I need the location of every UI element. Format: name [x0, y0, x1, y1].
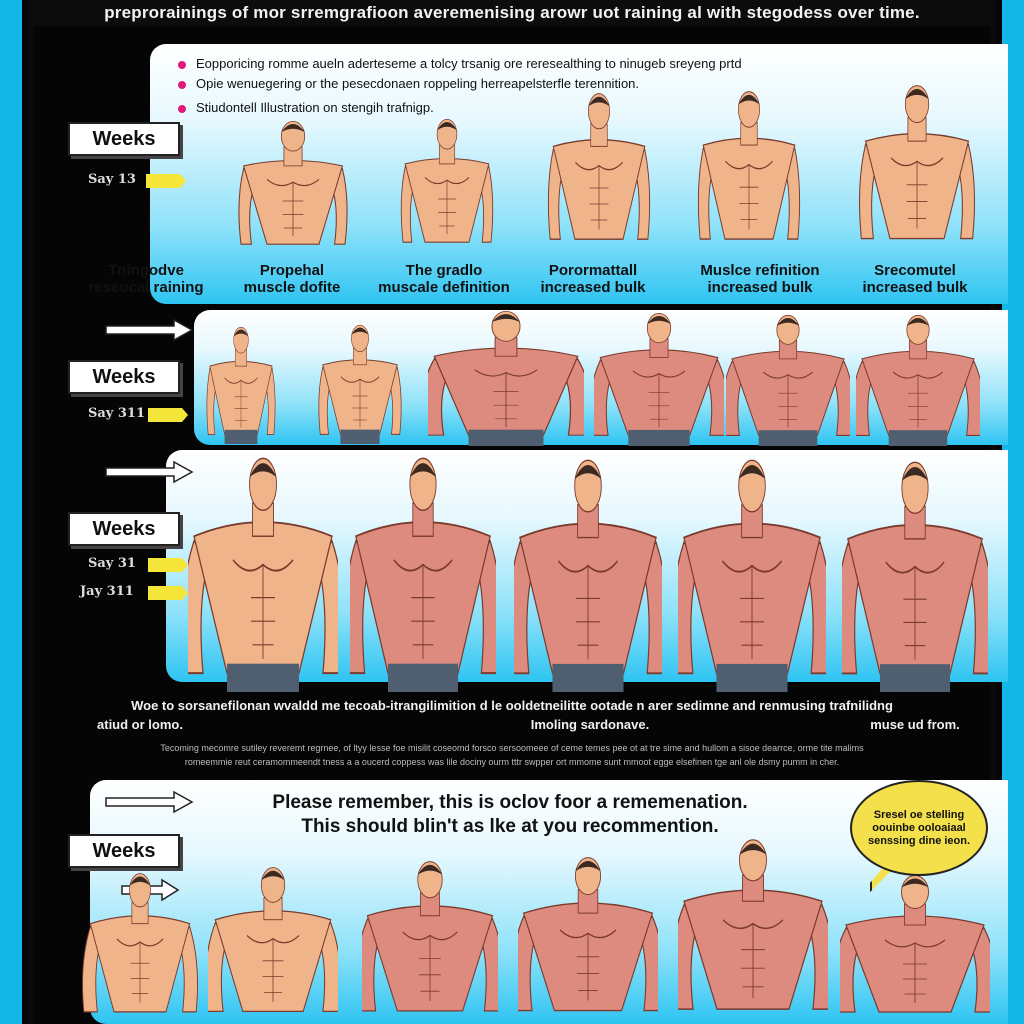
band-text: Woe to sorsanefilonan wvaldd me tecoab-i…: [131, 698, 893, 713]
body-figure: [428, 310, 584, 446]
body-figure: [238, 120, 348, 245]
headline: preprorainings of mor srremgrafioon aver…: [30, 0, 994, 26]
body-figure: [547, 93, 651, 240]
body-figure: [840, 875, 990, 1013]
band-text: atiud or lomo.: [97, 717, 183, 732]
weeks-label: Weeks: [68, 122, 180, 156]
body-figure: [82, 873, 198, 1013]
body-figure: [400, 118, 494, 243]
fine-print: Tecoming mecomre sutiley reveremt regrne…: [160, 743, 864, 753]
body-figure: [859, 85, 975, 240]
body-figure: [842, 461, 988, 692]
reminder-line: Please remember, this is oclov foor a re…: [272, 792, 748, 813]
bullet-item: Eopporicing romme aueln aderteseme a tol…: [178, 56, 742, 71]
body-figure: [362, 861, 498, 1012]
body-figure: [726, 314, 850, 446]
body-figure: [856, 314, 980, 446]
reminder-line: This should blin't as lke at you recomme…: [301, 816, 719, 837]
body-figure: [208, 867, 338, 1012]
body-figure: [594, 312, 724, 446]
body-figure: [514, 459, 662, 692]
body-figure: [206, 326, 276, 444]
bullet-dot-icon: [178, 60, 186, 69]
speech-bubble: Sresel oe stelling oouinbe ooloaiaal sen…: [850, 780, 988, 876]
body-figure: [678, 839, 828, 1010]
pointer-tag-icon: [148, 408, 188, 422]
pointer-tag-icon: [148, 558, 188, 572]
weeks-label: Weeks: [68, 360, 180, 394]
day-label: Say 31: [88, 556, 136, 571]
body-figure: [518, 857, 658, 1012]
bullet-dot-icon: [178, 80, 186, 89]
weeks-label: Weeks: [68, 512, 180, 546]
pointer-tag-icon: [148, 586, 188, 600]
day-label: Say 13: [88, 172, 136, 187]
bullet-item: Stiudontell Illustration on stengih traf…: [178, 100, 434, 115]
body-figure: [318, 324, 402, 444]
day-label: Say 311: [88, 406, 146, 421]
arrow-right-icon: [105, 318, 194, 342]
body-figure: [188, 457, 338, 692]
arrow-right-icon: [105, 460, 194, 484]
band-text: Imoling sardonave.: [530, 717, 650, 732]
bullet-item: Opie wenuegering or the pesecdonaen ropp…: [178, 76, 639, 91]
fine-print: romeemmie reut ceramommeendt tness a a o…: [184, 757, 840, 767]
body-figure: [697, 91, 801, 240]
weeks-label: Weeks: [68, 834, 180, 868]
bullet-dot-icon: [178, 104, 186, 113]
body-figure: [350, 457, 496, 692]
body-figure: [678, 459, 826, 692]
arrow-right-icon: [105, 790, 194, 814]
day-label: Jay 311: [80, 584, 134, 599]
band-text: muse ud from.: [870, 717, 960, 732]
pointer-tag-icon: [146, 174, 186, 188]
